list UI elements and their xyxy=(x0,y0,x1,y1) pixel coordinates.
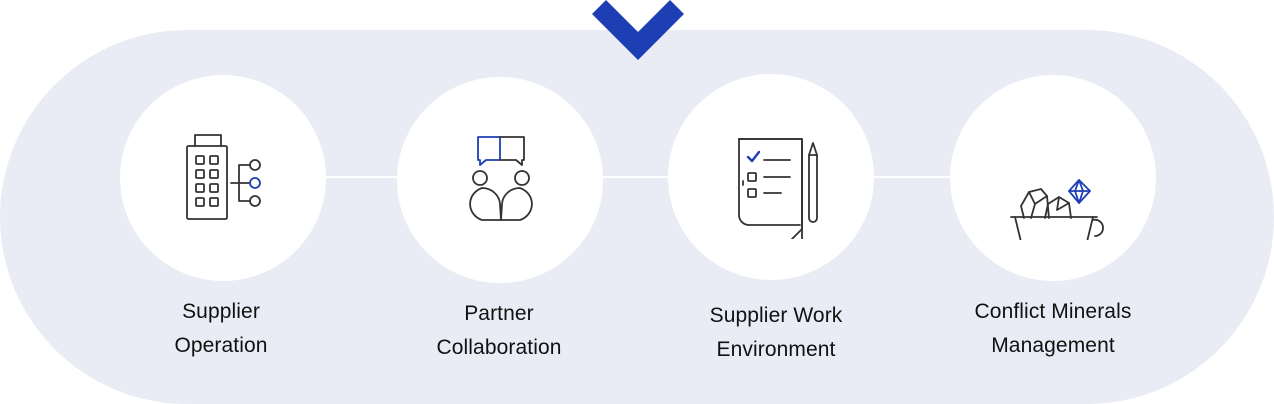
conflict-minerals-management-label: Conflict Minerals Management xyxy=(974,300,1132,357)
supplier-operation-label: Supplier Operation xyxy=(174,300,268,357)
mine-cart-icon xyxy=(1010,179,1104,240)
partner-collaboration-label: Partner Collaboration xyxy=(436,302,562,359)
connector-line xyxy=(300,176,970,178)
conflict-minerals-management-circle xyxy=(950,75,1156,281)
checklist-pencil-icon xyxy=(709,138,818,239)
partner-collaboration-circle xyxy=(397,77,603,283)
chat-people-icon xyxy=(469,136,533,221)
supplier-work-environment-circle xyxy=(668,74,874,280)
building-org-icon xyxy=(186,134,261,220)
chevron-down-icon xyxy=(592,0,684,60)
supplier-operation-circle xyxy=(120,75,326,281)
supplier-work-environment-label: Supplier Work Environment xyxy=(709,304,843,361)
